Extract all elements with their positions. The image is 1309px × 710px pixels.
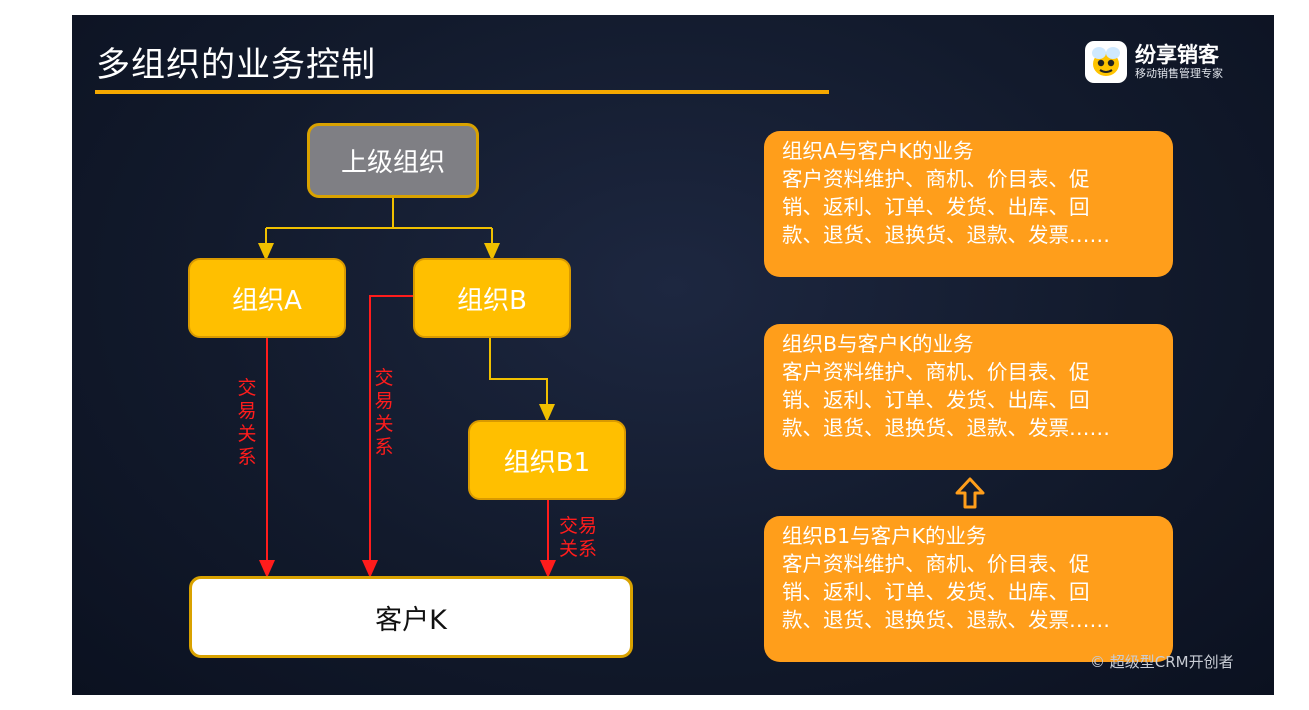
hierarchy-connectors [258,198,555,422]
node-org-a: 组织A [188,258,346,338]
slide-title: 多组织的业务控制 [96,45,376,85]
connector-lines [258,198,556,578]
box-heading: 组织A与客户K的业务 [782,139,974,163]
logo-name: 纷享销客 [1135,43,1219,67]
logo-tagline: 移动销售管理专家 [1135,67,1223,80]
transaction-lines [259,295,556,578]
bee-logo-icon [1085,41,1127,83]
node-parent-org: 上级组织 [307,123,479,198]
business-box-org-a: 组织A与客户K的业务 客户资料维护、商机、价目表、促 销、返利、订单、发货、出库… [764,131,1173,277]
watermark: © 超级型CRM开创者 [1090,653,1234,671]
node-customer-k: 客户K [189,576,633,658]
title-underline [95,90,829,94]
box-heading: 组织B1与客户K的业务 [782,524,987,548]
relation-label-b: 交易关系 [374,367,394,458]
up-arrow-outline-icon [955,477,985,509]
business-box-org-b: 组织B与客户K的业务 客户资料维护、商机、价目表、促 销、返利、订单、发货、出库… [764,324,1173,470]
brand-logo: 纷享销客 移动销售管理专家 [1085,41,1223,83]
relation-label-a: 交易关系 [237,377,257,468]
node-org-b1: 组织B1 [468,420,626,500]
relation-label-b1: 交易关系 [559,515,598,560]
business-box-org-b1: 组织B1与客户K的业务 客户资料维护、商机、价目表、促 销、返利、订单、发货、出… [764,516,1173,662]
node-org-b: 组织B [413,258,571,338]
slide: 多组织的业务控制 纷享销客 移动销售管理专家 [72,15,1274,695]
box-heading: 组织B与客户K的业务 [782,332,974,356]
